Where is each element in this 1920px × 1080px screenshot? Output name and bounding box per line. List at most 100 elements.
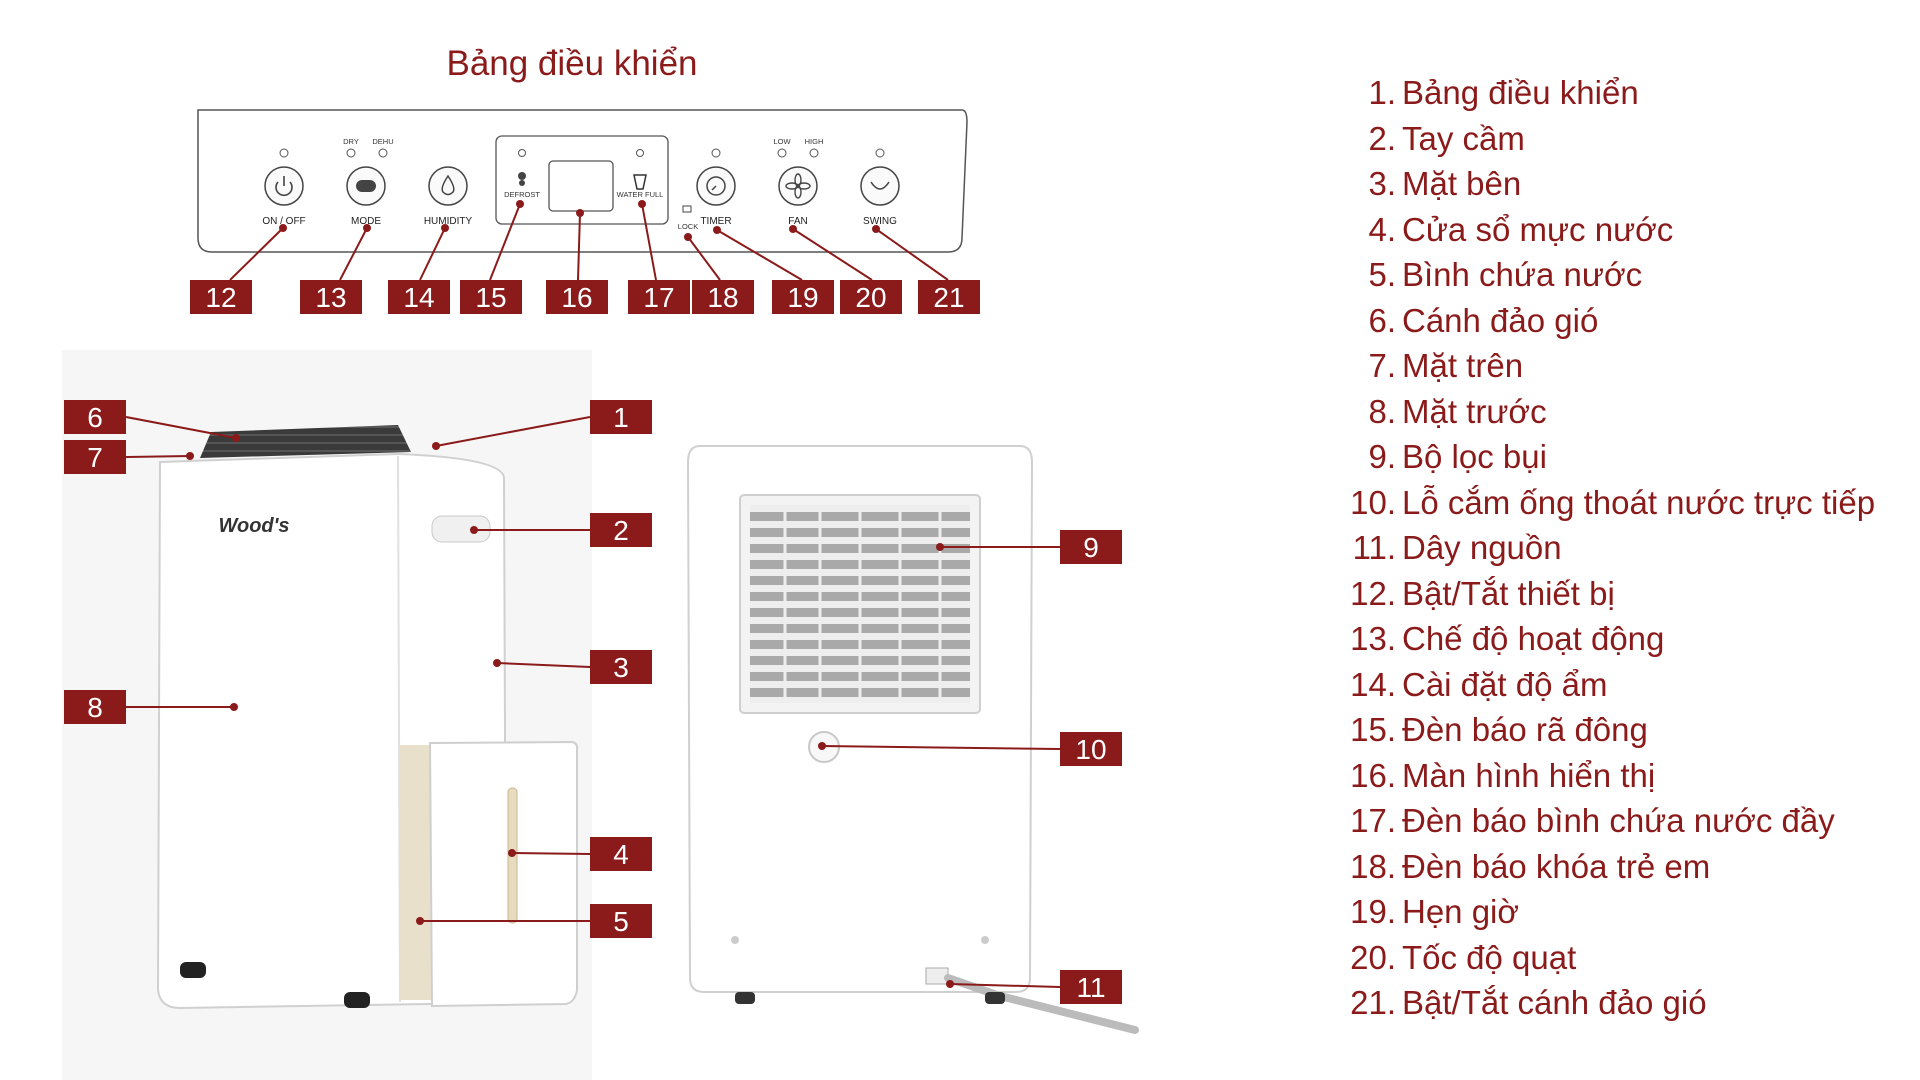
callout-box [388,280,450,314]
defrost-icon [518,172,526,186]
callout-box [190,280,252,314]
callout-dot [232,434,240,442]
legend-text: Đèn báo bình chứa nước đầy [1402,802,1835,839]
legend-number: 17. [1350,802,1396,839]
callout-leader-line [125,416,237,439]
legend-text: Cài đặt độ ẩm [1402,665,1608,703]
legend-text: Bảng điều khiển [1402,74,1639,111]
button-swing-label: SWING [863,216,897,227]
callout-number: 14 [403,282,434,313]
legend-item: 4.Cửa sổ mực nước [1328,207,1875,253]
callout-leader-line [511,852,591,855]
callout-number: 16 [561,282,592,313]
water-tank-door [428,740,579,1008]
callout-dot [363,224,371,232]
callout-dot [818,742,826,750]
water-full-label: WATER FULL [617,190,664,199]
callout-box [590,904,652,938]
legend-text: Màn hình hiển thị [1402,756,1656,794]
callout-dot [684,233,692,241]
legend-item: 17.Đèn báo bình chứa nước đầy [1328,798,1875,844]
callout-dot [789,225,797,233]
fan-icon [785,173,811,199]
legend-item: 5.Bình chứa nước [1328,252,1875,298]
callout-number: 7 [87,442,103,473]
callout-dot [638,200,646,208]
legend-item: 12.Bật/Tắt thiết bị [1328,571,1875,617]
callout-leader-line [875,228,949,281]
legend-number: 1. [1368,74,1396,111]
defrost-label: DEFROST [504,190,540,199]
callout-box [300,280,362,314]
button-fan[interactable]: LOW HIGH FAN [773,137,823,227]
button-swing[interactable]: SWING [860,148,900,227]
water-full-icon [633,174,647,190]
callout-dot [279,224,287,232]
callout-dot [230,703,238,711]
callout-dot [470,526,478,534]
display-screen [548,160,614,212]
legend-number: 16. [1350,756,1396,794]
legend-item: 3.Mặt bên [1328,161,1875,207]
callout-number: 13 [315,282,346,313]
callout-dot [872,225,880,233]
callout-number: 11 [1076,972,1105,1003]
legend-text: Mặt trên [1402,347,1524,384]
legend-item: 15.Đèn báo rã đông [1328,707,1875,753]
legend-number: 2. [1368,119,1396,157]
legend-number: 18. [1350,847,1396,885]
callout-box [546,280,608,314]
button-humidity-label: HUMIDITY [424,216,473,227]
callout-box [64,690,126,724]
legend-text: Hẹn giờ [1402,893,1520,930]
button-timer[interactable]: TIMER [696,148,736,227]
callout-leader-line [419,227,446,281]
high-led-label: HIGH [805,137,824,146]
legend-number: 15. [1350,711,1396,748]
legend-text: Bật/Tắt cánh đảo gió [1402,984,1707,1021]
callout-leader-line [577,212,581,281]
legend-number: 9. [1368,438,1396,475]
callout-dot [441,224,449,232]
legend-text: Đèn báo rã đông [1402,711,1648,748]
legend-item: 16.Màn hình hiển thị [1328,753,1875,799]
control-panel-title: Bảng điều khiển [446,44,698,83]
callout-leader-line [949,983,1061,988]
callout-number: 8 [87,692,103,723]
swing-louver [200,425,411,458]
legend-text: Đèn báo khóa trẻ em [1402,847,1711,885]
callout-number: 9 [1083,532,1099,563]
callout-dot [936,543,944,551]
button-humidity[interactable]: HUMIDITY [424,166,473,227]
callout-leader-line [229,227,284,281]
legend-number: 10. [1350,483,1396,521]
callout-number: 17 [643,282,674,313]
legend-number: 7. [1368,347,1396,384]
power-icon [275,181,293,197]
callout-box [1060,970,1122,1004]
callout-number: 15 [475,282,506,313]
button-mode-label: MODE [351,216,381,227]
callout-number: 2 [613,515,629,546]
callout-number: 21 [933,282,964,313]
legend-item: 1.Bảng điều khiển [1328,70,1875,116]
button-on-off[interactable]: ON / OFF [262,148,306,227]
legend-number: 4. [1368,210,1396,248]
legend-number: 20. [1350,938,1396,976]
legend-number: 3. [1368,165,1396,202]
callout-box [64,400,126,434]
dry-led-label: DRY [343,137,359,146]
button-mode[interactable]: DRY DEHU MODE [343,137,393,227]
callout-leader-line [125,455,191,458]
callout-dot [416,917,424,925]
callout-dot [493,659,501,667]
legend-item: 14.Cài đặt độ ẩm [1328,662,1875,708]
legend-item: 21.Bật/Tắt cánh đảo gió [1328,980,1875,1026]
callout-number: 19 [787,282,818,313]
callout-leader-line [716,229,803,281]
callout-box [590,400,652,434]
legend-number: 8. [1368,392,1396,430]
clock-icon [706,176,726,196]
callout-box [590,650,652,684]
legend-item: 19.Hẹn giờ [1328,889,1875,935]
